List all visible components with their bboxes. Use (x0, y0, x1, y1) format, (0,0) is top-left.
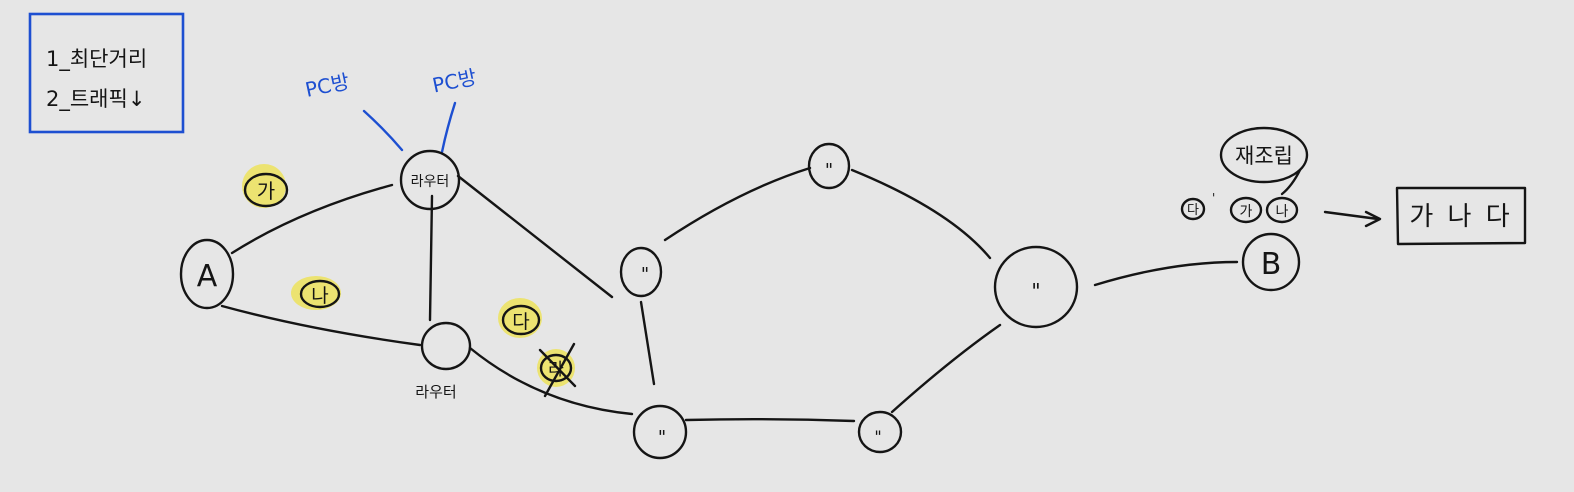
packet-ga-text: 가 (257, 179, 275, 203)
packet-da-text: 다 (512, 311, 529, 333)
node-b-label: B (1261, 247, 1282, 282)
node-router-top: 라우터 (399, 149, 461, 211)
router-top-label: 라우터 (411, 174, 450, 190)
pc-annotations: PC방 PC방 (303, 65, 479, 154)
node-a-label: A (197, 259, 218, 294)
pc-line-2 (440, 101, 457, 154)
node-b: B (1241, 232, 1301, 292)
node-a: A (179, 238, 235, 310)
packet-crossed-text: 라 (548, 360, 564, 380)
packet-order-2: 가 (1240, 204, 1253, 220)
link-a-router-top (230, 183, 394, 255)
link-router-top-mid-left (456, 174, 614, 299)
reassembly-group: 재조립 다 ' 가 나 가 나 다 (1180, 126, 1527, 246)
packet-order-3: 나 (1276, 204, 1289, 220)
network-links (220, 166, 1239, 423)
legend-box: 1_최단거리 2_트래픽↓ (28, 12, 185, 134)
link-bottom-right-mid-right (890, 323, 1002, 414)
packet-na-text: 나 (311, 285, 328, 307)
result-box (1395, 186, 1527, 246)
node-mid-top: " (807, 142, 851, 190)
packet-order-1-mark: ' (1212, 191, 1215, 205)
link-mid-left-mid-top (663, 166, 812, 242)
node-bottom-right: " (857, 410, 903, 454)
bottom-right-mark: " (874, 427, 881, 446)
packet-label-da: 다 (498, 298, 542, 338)
reassembly-pointer (1280, 168, 1302, 196)
link-mid-right-b (1093, 260, 1239, 287)
node-bottom-left: " (632, 404, 688, 460)
node-mid-right: " (993, 245, 1079, 329)
pc-label-2: PC방 (430, 65, 478, 98)
link-mid-left-bottom-left (639, 300, 656, 386)
pc-label-1: PC방 (303, 69, 351, 102)
packet-label-na: 나 (291, 276, 341, 310)
cross-mark (538, 342, 577, 398)
reassembly-label: 재조립 (1235, 144, 1293, 168)
link-a-router-bottom (220, 304, 422, 347)
router-bottom-caption: 라우터 (415, 383, 456, 401)
legend-line-2: 2_트래픽↓ (46, 87, 145, 112)
packet-label-ga: 가 (242, 164, 289, 208)
node-mid-left: " (619, 246, 663, 298)
link-routers (428, 194, 434, 322)
reassembly-bubble (1219, 126, 1309, 184)
legend-line-1: 1_최단거리 (46, 47, 147, 72)
bottom-left-mark: " (658, 427, 666, 448)
link-bottom-left-bottom-right (684, 418, 856, 423)
pc-line-1 (362, 109, 404, 152)
link-mid-top-mid-right (850, 168, 992, 260)
node-router-bottom: 라우터 (415, 321, 472, 401)
mid-top-mark: " (825, 160, 833, 181)
result-text: 가 나 다 (1409, 202, 1512, 232)
packet-label-crossed: 라 (537, 342, 577, 398)
packet-order-1: 다 (1187, 203, 1199, 218)
mid-left-mark: " (641, 264, 649, 285)
result-arrow (1323, 210, 1382, 228)
mid-right-mark: " (1031, 279, 1040, 303)
